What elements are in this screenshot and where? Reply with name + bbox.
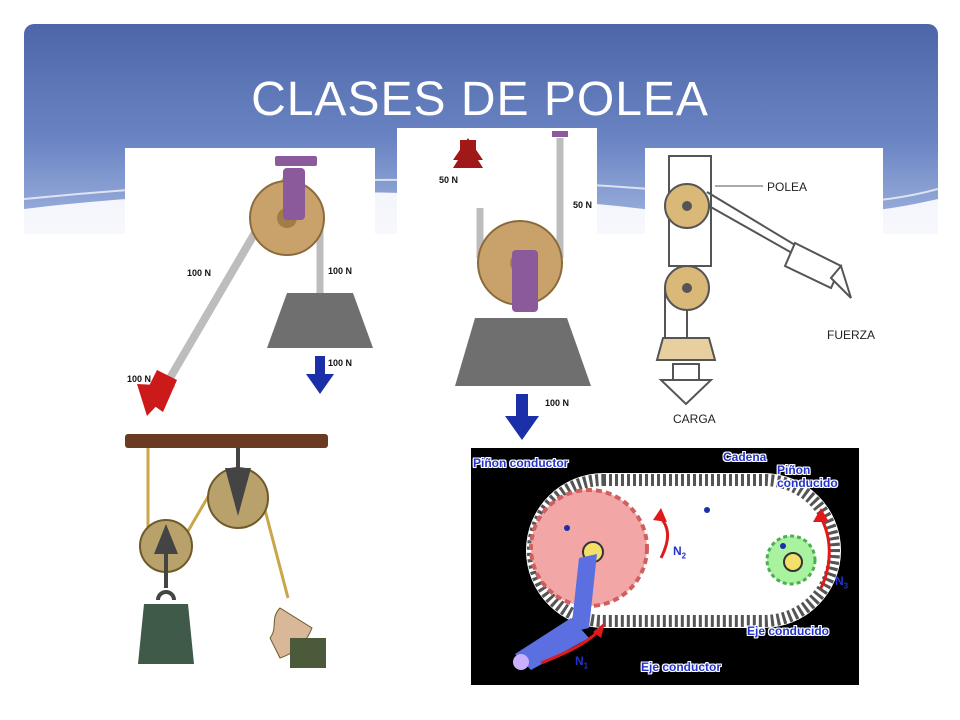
chain-drive-illustration: Piñon conductor Cadena Piñon conducido E…: [471, 448, 859, 685]
load-arrow-label: 100 N: [328, 358, 353, 368]
pulley-label: POLEA: [767, 180, 808, 194]
driver-shaft-label: Eje conductor: [641, 660, 722, 674]
slide-title: CLASES DE POLEA: [251, 73, 709, 126]
right-rope-label: 50 N: [573, 200, 593, 210]
load-label: CARGA: [673, 412, 716, 426]
force-label: FUERZA: [827, 328, 875, 342]
compound-pulley-drawing: [125, 434, 328, 668]
pull-arrow-label: 100 N: [127, 374, 152, 384]
fixed-pulley-illustration: 100 N 100 N 100 N 100 N: [125, 148, 375, 418]
n2-label: N2: [673, 544, 687, 561]
movable-pulley-drawing: [453, 131, 591, 440]
load-rope-force-label: 100 N: [328, 266, 353, 276]
driven-sprocket-label: Piñon conducido: [777, 463, 838, 490]
sketch-pulley-illustration: POLEA FUERZA CARGA: [645, 148, 883, 428]
movable-load-arrow-label: 100 N: [545, 398, 570, 408]
rope-force-label: 100 N: [187, 268, 212, 278]
driven-shaft-label: Eje conducido: [747, 624, 830, 638]
movable-pulley-illustration: 50 N 50 N 100 N: [397, 128, 597, 443]
n1-label: N1: [575, 654, 589, 671]
chain-drive-drawing: [513, 473, 841, 670]
driver-sprocket-label: Piñon conductor: [473, 456, 569, 470]
fixed-pulley-drawing: [137, 156, 373, 416]
sketch-pulley-drawing: [655, 155, 852, 406]
up-arrow-label: 50 N: [439, 175, 459, 185]
chain-label: Cadena: [723, 450, 767, 464]
n3-label: N3: [835, 574, 849, 591]
compound-pulley-illustration: [120, 428, 335, 683]
